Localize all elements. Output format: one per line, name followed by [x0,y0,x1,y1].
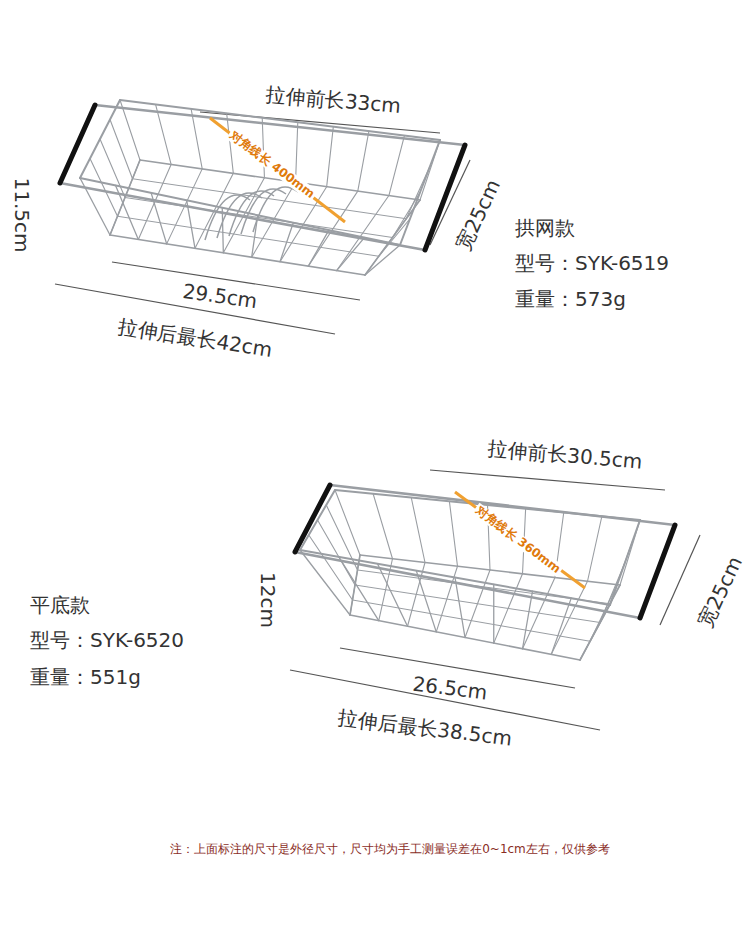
side-wire [296,122,298,182]
dimension-line [430,470,665,490]
dimension-label: 拉伸前长30.5cm [487,437,643,472]
model-weight: 重量：551g [30,666,141,688]
bottom-wire [118,216,379,256]
side-wire [90,159,118,217]
bottom-wire [353,600,591,641]
diagonal-line [210,118,345,222]
side-wire [335,490,360,555]
model-number: 型号：SYK-6520 [30,629,184,651]
side-wire [493,584,494,643]
side-wire [455,578,465,638]
side-wire [120,100,140,160]
dimension-label: 26.5cm [411,673,488,704]
side-wire [620,520,640,585]
side-wire [116,185,139,239]
arch-wire [241,189,286,234]
bottom-wire [133,179,407,219]
side-wire [337,238,365,271]
basket-arched [60,100,465,275]
dimension-label: 拉伸前长33cm [264,83,401,117]
side-wire [420,140,440,200]
side-wire [365,245,400,275]
model-name: 拱网款 [515,217,575,239]
footnote: 注：上面标注的尺寸是外径尺寸，尺寸均为手工测量误差在0~1cm左右，仅供参考 [170,843,610,856]
side-wire [151,193,167,244]
side-wire [411,498,425,563]
dimension-label: 12cm [257,572,279,628]
side-wire [100,139,125,198]
side-wire [551,598,571,654]
bottom-wire [110,235,365,275]
model-number: 型号：SYK-6519 [515,252,669,274]
side-wire [590,584,618,642]
handle-grip [60,105,95,183]
handle-grip [295,485,330,552]
bottom-wire [358,570,611,604]
bottom-wire [125,198,393,238]
model-name: 平底款 [30,594,90,616]
side-wire [358,131,369,191]
diagonal-label: 对角线长 360mm [472,503,565,577]
side-wire [406,166,430,219]
side-wire [80,178,110,235]
arch-wire [253,187,298,232]
side-wire [191,109,202,169]
dimension-label: 拉伸后最长38.5cm [337,706,513,749]
handle-grip [640,525,675,618]
model-weight: 重量：573g [515,288,626,310]
dimension-label: 宽25cm [452,176,504,254]
side-wire [588,516,602,581]
side-wire [326,505,357,570]
side-wire [389,136,405,196]
basket-flat [295,485,675,660]
dimension-label: 宽25cm [694,553,746,631]
dimension-label: 11.5cm [11,177,33,252]
dimension-label: 29.5cm [181,280,258,312]
side-wire [327,127,334,187]
side-wire [262,118,264,178]
side-wire [156,104,172,164]
diagonal-line [455,492,585,588]
frame-rod [295,552,640,618]
frame-rod [95,105,465,145]
side-wire [393,193,421,238]
side-wire [222,208,223,253]
side-wire [523,591,533,649]
side-wire [449,501,457,566]
side-wire [379,219,410,257]
frame-rod [330,485,675,525]
side-wire [309,535,353,600]
side-wire [373,494,392,559]
diagonal-label: 对角线长 400mm [226,128,319,202]
dimension-label: 拉伸后最长42cm [116,315,273,361]
bottom-wire [355,585,600,623]
